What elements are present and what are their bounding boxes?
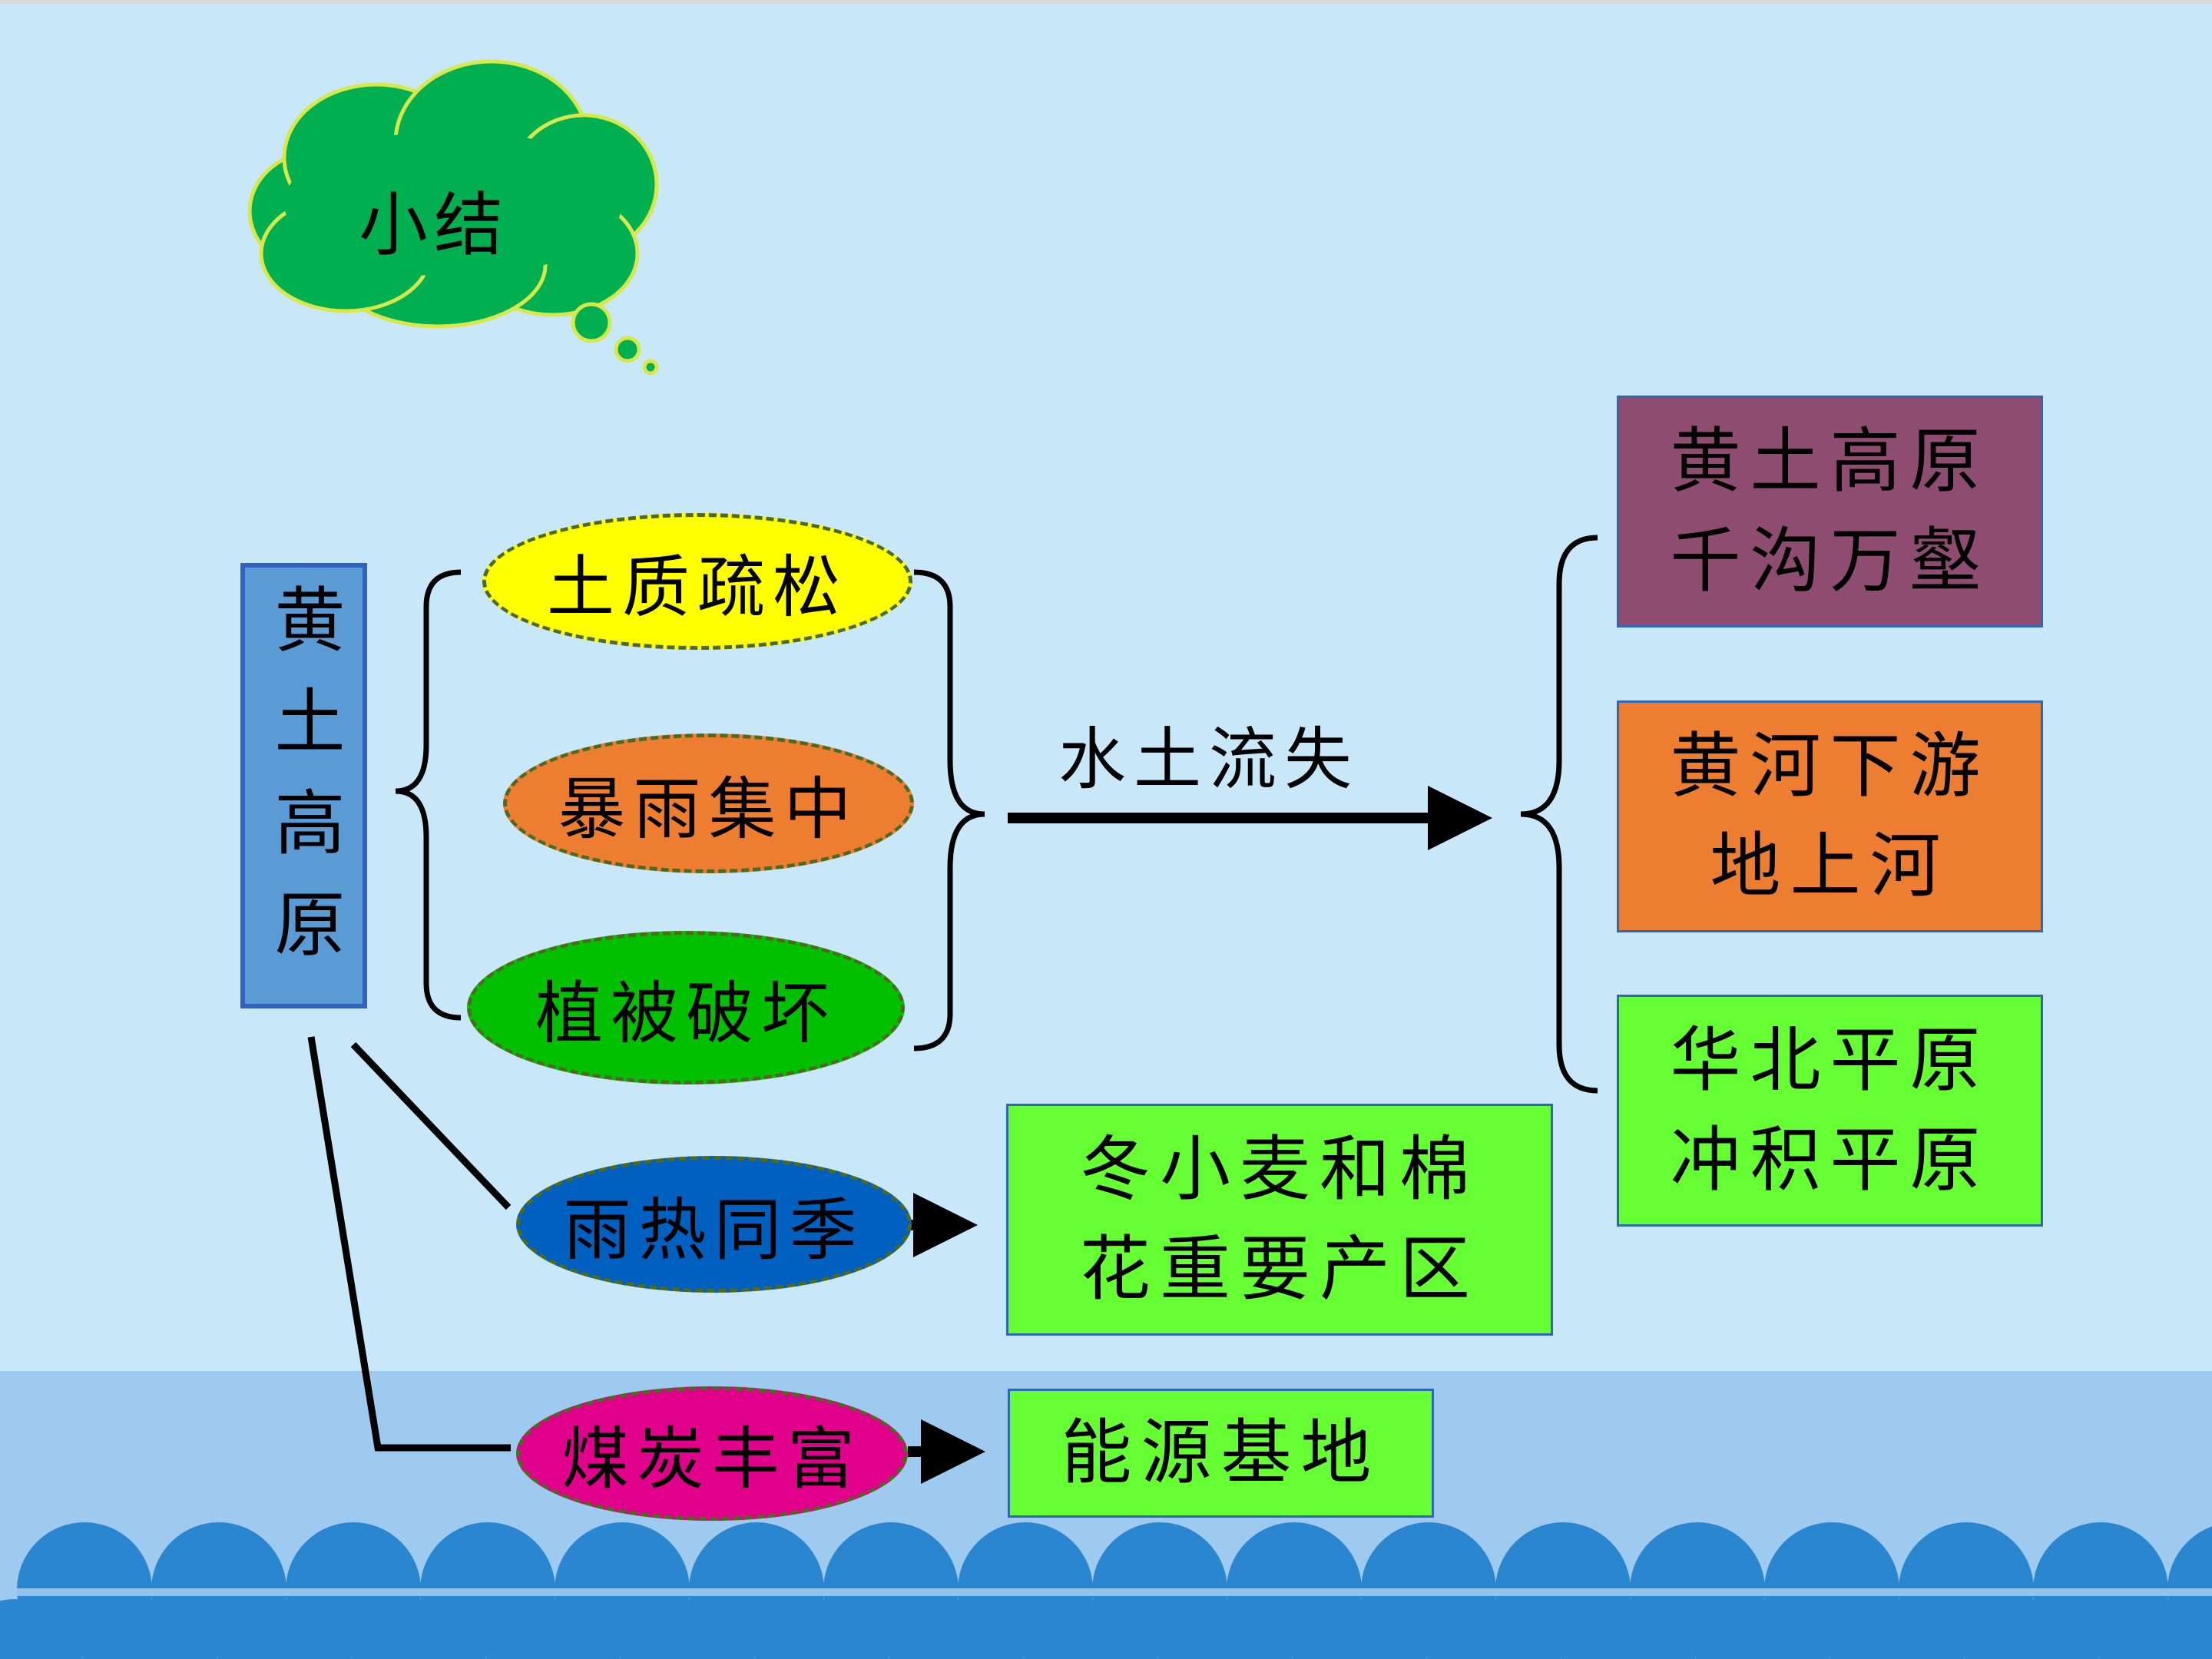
result-line: 冲积平原 [1670,1119,1990,1201]
result-line: 冬小麦和棉 [1079,1128,1479,1210]
result-suspended-river: 黄河下游 地上河 [1617,700,2043,932]
cause-right-brace [913,569,985,1051]
cause-heavy-rain: 暴雨集中 [503,733,914,873]
result-line: 黄土高原 [1670,420,1990,502]
top-edge [0,0,2212,4]
result-line: 花重要产区 [1079,1228,1479,1310]
process-label: 水土流失 [1058,720,1360,799]
result-loess-gullies: 黄土高原 千沟万壑 [1617,396,2043,628]
resource-connector [307,1036,511,1452]
cause-vegetation-damage: 植被破坏 [467,931,905,1084]
climate-result: 冬小麦和棉 花重要产区 [1006,1104,1553,1336]
feature-label: 雨热同季 [563,1190,865,1270]
results-brace [1520,535,1598,1094]
climate-connector [350,1041,512,1210]
cause-label: 暴雨集中 [558,769,859,849]
main-topic-label: 黄土高原 [263,583,345,988]
result-line: 千沟万壑 [1670,520,1990,602]
summary-title: 小结 [359,185,509,266]
climate-feature: 雨热同季 [516,1156,912,1293]
main-topic-box: 黄土高原 [240,563,367,1008]
result-line: 能源基地 [1061,1412,1381,1494]
cause-left-brace [395,569,462,1021]
resource-feature: 煤炭丰富 [516,1386,908,1521]
result-line: 黄河下游 [1670,725,1990,807]
result-line: 地上河 [1710,825,1950,907]
result-line: 华北平原 [1670,1019,1990,1101]
wave-decoration [0,1522,2212,1659]
cause-soil-loose: 土质疏松 [482,513,912,650]
resource-result: 能源基地 [1008,1389,1434,1518]
cause-label: 植被破坏 [535,973,836,1053]
feature-label: 煤炭丰富 [561,1419,863,1498]
result-alluvial-plain: 华北平原 冲积平原 [1617,995,2043,1227]
cause-label: 土质疏松 [546,547,848,627]
